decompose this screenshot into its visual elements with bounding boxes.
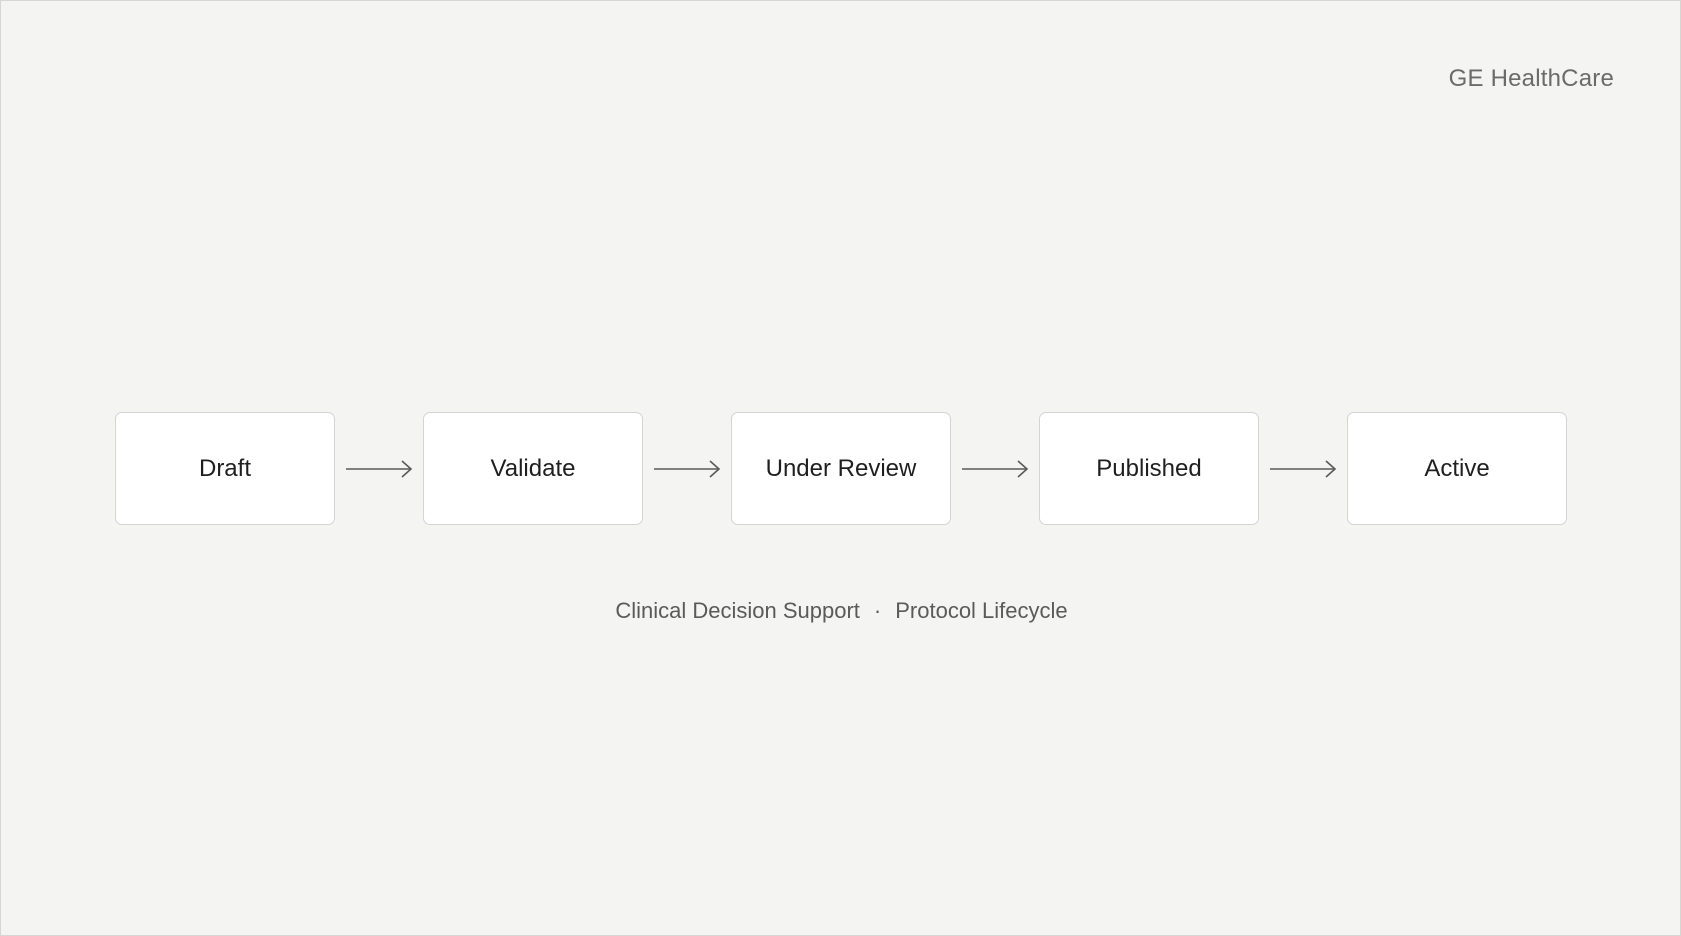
step-published: Published — [1039, 412, 1259, 525]
diagram-caption: Clinical Decision Support · Protocol Lifec… — [1, 598, 1681, 624]
arrow-right-icon — [643, 412, 731, 525]
arrow-right-icon — [1259, 412, 1347, 525]
brand-logo-text: GE HealthCare — [1448, 65, 1614, 92]
caption-left: Clinical Decision Support — [615, 598, 860, 623]
arrow-right-icon — [335, 412, 423, 525]
caption-right: Protocol Lifecycle — [895, 598, 1068, 623]
step-validate: Validate — [423, 412, 643, 525]
caption-separator: · — [873, 598, 882, 623]
arrow-right-icon — [951, 412, 1039, 525]
step-under-review: Under Review — [731, 412, 951, 525]
step-active: Active — [1347, 412, 1567, 525]
lifecycle-flow: Draft Validate Under Review Published — [115, 412, 1567, 525]
step-draft: Draft — [115, 412, 335, 525]
